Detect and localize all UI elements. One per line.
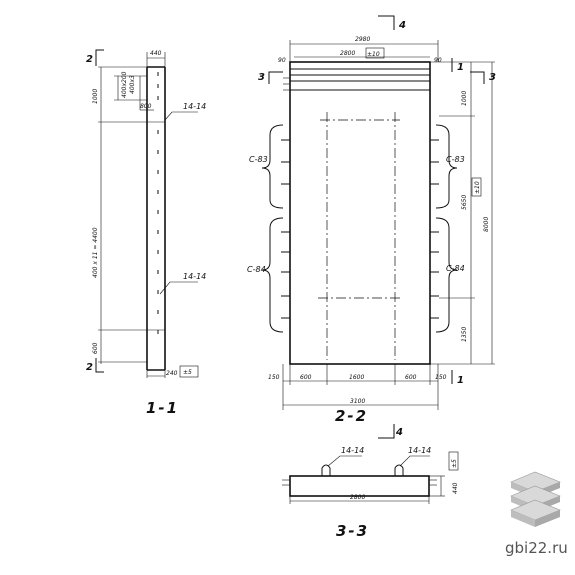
left-anchor-ticks [281,139,290,319]
dim-top-tolerance: ±10 [367,51,380,58]
label-c84-left: C-84 [247,265,266,274]
dim-3-3-length: 2800 [350,494,365,501]
cut-label-3-left: 3 [258,72,265,83]
watermark: gbi22.ru [505,471,568,557]
dim-right-tolerance: ±10 [474,181,481,194]
callout-14-14-lower: 14-14 [183,272,206,281]
section-2-2: C-83 C-84 C-83 C-84 2980 2800 ±10 90 90 … [247,15,496,439]
dim-bottom-600-left: 600 [300,374,312,381]
label-c84-right: C-84 [446,264,465,273]
dim-bottom-150-left: 150 [268,374,280,381]
watermark-text: gbi22.ru [505,539,568,557]
lifting-loop-left [321,464,331,476]
dim-right-1350: 1350 [461,327,468,342]
brace-c83-right [435,124,458,209]
small-dim-b: 400x3 [129,75,136,94]
dim-3-3-height: 440 [452,482,459,494]
section-title-1-1: 1-1 [146,399,179,417]
cut-label-1-top: 1 [457,62,464,73]
section-3-3: 14-14 14-14 2800 440 ±5 3-3 [282,446,459,540]
cut-label-4-top: 4 [398,20,406,31]
label-c83-left: C-83 [249,155,268,164]
brace-c84-right [435,217,458,333]
dim-2980: 2980 [355,36,370,43]
width-dim: 440 [150,50,162,57]
dim-bottom-1600: 1600 [349,374,364,381]
cut-label-2-top: 2 [86,54,93,65]
label-c83-right: C-83 [446,155,465,164]
lifting-loop-right [394,464,404,476]
dim-2800: 2800 [340,50,355,57]
cut-label-4-bottom: 4 [395,427,403,438]
callout-3-3-left: 14-14 [341,446,364,455]
callout-3-3-right: 14-14 [408,446,431,455]
dim-left-90: 90 [278,57,286,64]
cut-label-3-right: 3 [489,72,496,83]
dim-3-3-tolerance: ±5 [451,459,458,468]
top-1000-dim: 1000 [92,89,99,104]
small-dim-c: 800 [140,103,152,110]
stacked-slabs-icon [510,471,561,527]
dim-right-5650: 5650 [461,195,468,210]
dim-bottom-3100: 3100 [350,398,365,405]
dim-bottom-150-right: 150 [435,374,447,381]
section-1-1: 440 2 2 1000 400 x 11 = 4400 600 400x200… [86,49,206,417]
dim-right-8000: 8000 [483,217,490,232]
section-title-3-3: 3-3 [336,522,369,540]
right-anchor-ticks [430,139,439,319]
thickness-tolerance: ±5 [183,369,192,376]
section-title-2-2: 2-2 [335,407,368,425]
callout-14-14-upper: 14-14 [183,102,206,111]
dim-bottom-600-right: 600 [405,374,417,381]
bottom-600-dim: 600 [92,342,99,354]
brace-c83-left [261,124,284,209]
small-dim-a: 400x200 [121,71,128,98]
mid-4400-dim: 400 x 11 = 4400 [92,227,99,278]
cut-label-1-bottom: 1 [457,375,464,386]
thickness-dim: 240 [166,370,178,377]
brace-c84-left [261,217,284,333]
cut-label-2-bottom: 2 [86,362,93,373]
dim-right-90: 90 [434,57,442,64]
dim-right-1000: 1000 [461,91,468,106]
